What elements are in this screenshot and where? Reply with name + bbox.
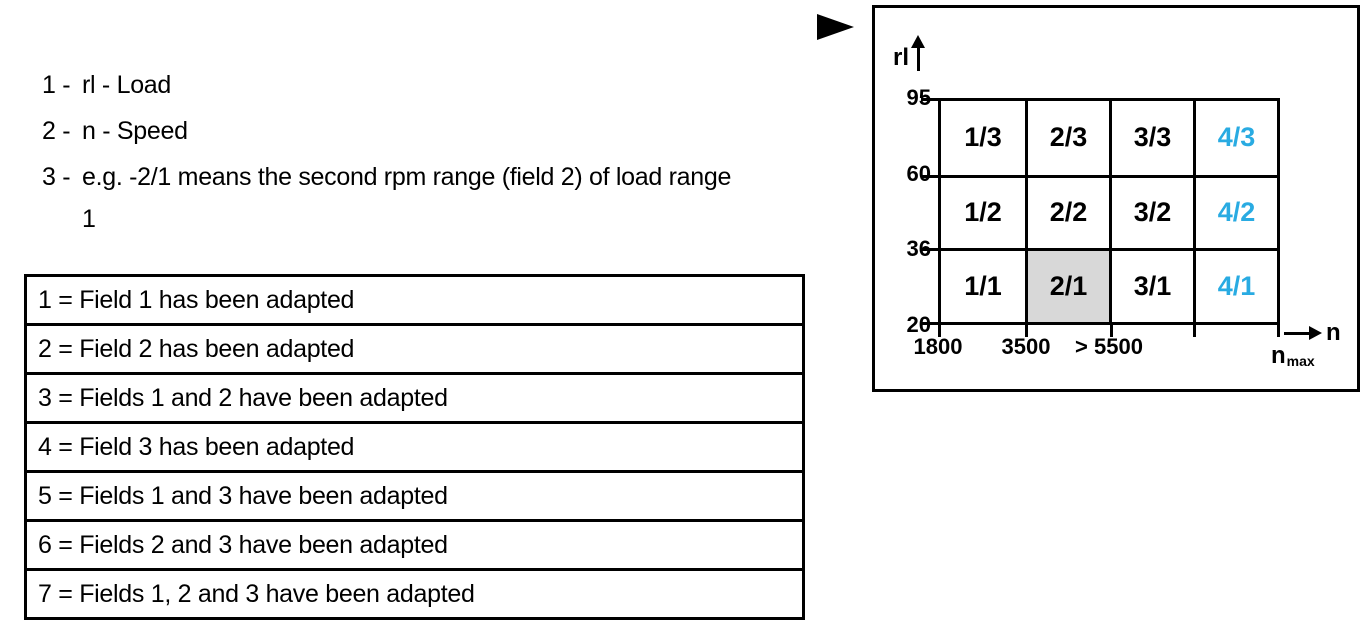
tick-mark [1277, 325, 1280, 337]
y-axis-label: rl [893, 44, 910, 71]
grid-cell: 1/1 [941, 248, 1025, 322]
right-arrow-icon [1309, 326, 1322, 340]
tick-mark [938, 325, 941, 337]
tick-mark [921, 98, 938, 101]
grid-cell: 4/3 [1193, 101, 1277, 175]
x-axis-max-base: n [1271, 342, 1286, 369]
grid-cell: 3/2 [1109, 174, 1193, 249]
y-tick-label: 60 [906, 161, 931, 186]
up-arrow-icon [911, 35, 925, 71]
x-axis-max-label: nmax [1271, 342, 1315, 370]
legend-item-text: rl - Load [82, 71, 172, 99]
x-axis-max-subscript: max [1286, 353, 1315, 369]
grid-cell: 2/3 [1025, 101, 1109, 175]
table-row: 4 = Field 3 has been adapted [27, 421, 802, 470]
legend: 1 - rl - Load 2 - n - Speed 3 - e.g. -2/… [42, 70, 731, 250]
up-arrow-stem [917, 48, 920, 71]
grid-cell: 2/1 [1025, 248, 1109, 322]
legend-item: 1 - rl - Load [42, 70, 731, 100]
legend-item-text-line2: 1 [82, 205, 96, 233]
adaptation-value-table: 1 = Field 1 has been adapted 2 = Field 2… [24, 274, 805, 620]
legend-item-number: 2 - [42, 117, 71, 145]
legend-item: 2 - n - Speed [42, 116, 731, 146]
legend-item-text: e.g. -2/1 means the second rpm range (fi… [82, 162, 731, 234]
tick-mark [1110, 325, 1113, 337]
load-speed-field-diagram: rl 95 60 36 20 1/3 2/3 3/3 4/3 1/2 2/2 3… [872, 5, 1360, 392]
field-grid: 1/3 2/3 3/3 4/3 1/2 2/2 3/2 4/2 1/1 2/1 … [938, 98, 1280, 325]
x-tick-label: > 5500 [1075, 334, 1143, 359]
table-row: 5 = Fields 1 and 3 have been adapted [27, 470, 802, 519]
legend-item-number: 1 - [42, 71, 71, 99]
grid-cell: 3/3 [1109, 101, 1193, 175]
legend-item-text-line1: e.g. -2/1 means the second rpm range (fi… [82, 163, 732, 191]
x-axis-arrow: n [1284, 321, 1341, 345]
table-row: 3 = Fields 1 and 2 have been adapted [27, 372, 802, 421]
legend-item-number: 3 - [42, 163, 71, 191]
grid-cell: 4/1 [1193, 248, 1277, 322]
tick-mark [1025, 325, 1028, 337]
grid-cell: 2/2 [1025, 174, 1109, 249]
tick-mark [921, 322, 938, 325]
pointer-arrow-icon [817, 14, 854, 40]
grid-cell: 4/2 [1193, 174, 1277, 249]
up-arrow-head [911, 35, 925, 48]
y-tick-label: 95 [906, 85, 931, 110]
legend-item-text: n - Speed [82, 117, 188, 145]
tick-mark [921, 248, 938, 251]
table-row: 6 = Fields 2 and 3 have been adapted [27, 519, 802, 568]
tick-mark [921, 175, 938, 178]
x-tick-label: 3500 [1001, 334, 1051, 359]
tick-mark [1193, 325, 1196, 337]
grid-cell: 1/3 [964, 122, 1002, 153]
table-row: 1 = Field 1 has been adapted [38, 286, 355, 314]
x-axis-label: n [1326, 319, 1341, 346]
x-tick-label: 1800 [913, 334, 963, 359]
legend-item: 3 - e.g. -2/1 means the second rpm range… [42, 162, 731, 234]
table-row: 7 = Fields 1, 2 and 3 have been adapted [27, 568, 802, 617]
grid-cell: 1/2 [941, 174, 1025, 249]
right-arrow-line [1284, 331, 1309, 335]
table-row: 2 = Field 2 has been adapted [27, 323, 802, 372]
grid-cell: 3/1 [1109, 248, 1193, 322]
